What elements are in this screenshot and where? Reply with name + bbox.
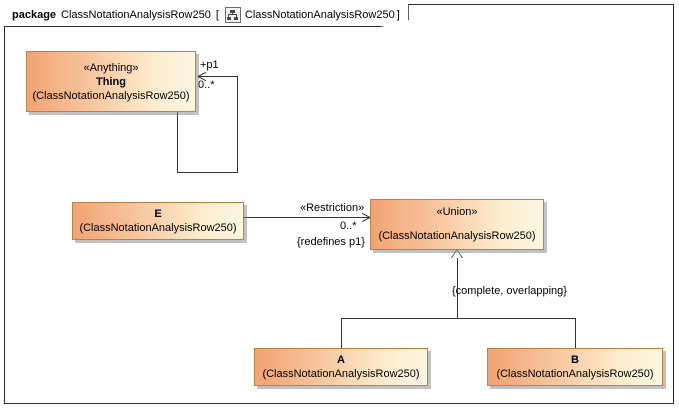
diagram-name-label: ClassNotationAnalysisRow250	[244, 9, 395, 21]
class-a-qualifier: (ClassNotationAnalysisRow250)	[262, 368, 420, 380]
bracket-close: ]	[396, 9, 400, 21]
generalization-branch-b	[575, 318, 576, 348]
class-b[interactable]: B (ClassNotationAnalysisRow250)	[487, 348, 663, 386]
class-e-qualifier: (ClassNotationAnalysisRow250)	[79, 222, 237, 234]
package-keyword: package	[12, 9, 57, 21]
class-thing-qualifier: (ClassNotationAnalysisRow250)	[32, 89, 190, 102]
class-union-stereotype: «Union»	[436, 206, 478, 218]
class-b-qualifier: (ClassNotationAnalysisRow250)	[496, 368, 654, 380]
self-assoc-multiplicity-label: 0..*	[198, 79, 215, 91]
class-e-name: E	[154, 208, 162, 220]
generalization-constraint-label: {complete, overlapping}	[452, 285, 567, 297]
restriction-constraint-label: {redefines p1}	[297, 236, 365, 248]
class-union[interactable]: «Union» (ClassNotationAnalysisRow250)	[370, 199, 544, 250]
generalization-branch-a	[341, 318, 342, 348]
self-assoc-segment-down	[177, 112, 178, 173]
restriction-stereotype-label: «Restriction»	[300, 202, 365, 214]
generalization-arrowhead-fill	[452, 250, 462, 258]
self-assoc-segment-right	[237, 76, 238, 173]
class-diagram-icon	[224, 7, 241, 23]
self-assoc-segment-bottom	[177, 172, 238, 173]
class-b-name: B	[571, 354, 579, 366]
package-name-label: ClassNotationAnalysisRow250	[61, 9, 211, 21]
restriction-assoc-line	[244, 217, 370, 218]
class-e[interactable]: E (ClassNotationAnalysisRow250)	[72, 202, 244, 240]
class-thing[interactable]: «Anything» Thing (ClassNotationAnalysisR…	[26, 51, 196, 112]
package-frame-header: package ClassNotationAnalysisRow250 [ Cl…	[4, 4, 409, 27]
class-a-name: A	[337, 354, 345, 366]
self-assoc-role-label: +p1	[200, 59, 219, 71]
restriction-multiplicity-label: 0..*	[340, 220, 357, 232]
class-union-qualifier: (ClassNotationAnalysisRow250)	[378, 230, 536, 242]
self-assoc-segment-top	[198, 76, 238, 77]
class-thing-stereotype: «Anything»	[83, 61, 139, 74]
generalization-crossbar	[341, 318, 575, 319]
class-thing-name: Thing	[96, 75, 126, 88]
generalization-trunk	[457, 258, 458, 318]
class-a[interactable]: A (ClassNotationAnalysisRow250)	[254, 348, 428, 386]
bracket-open: [	[215, 9, 219, 21]
